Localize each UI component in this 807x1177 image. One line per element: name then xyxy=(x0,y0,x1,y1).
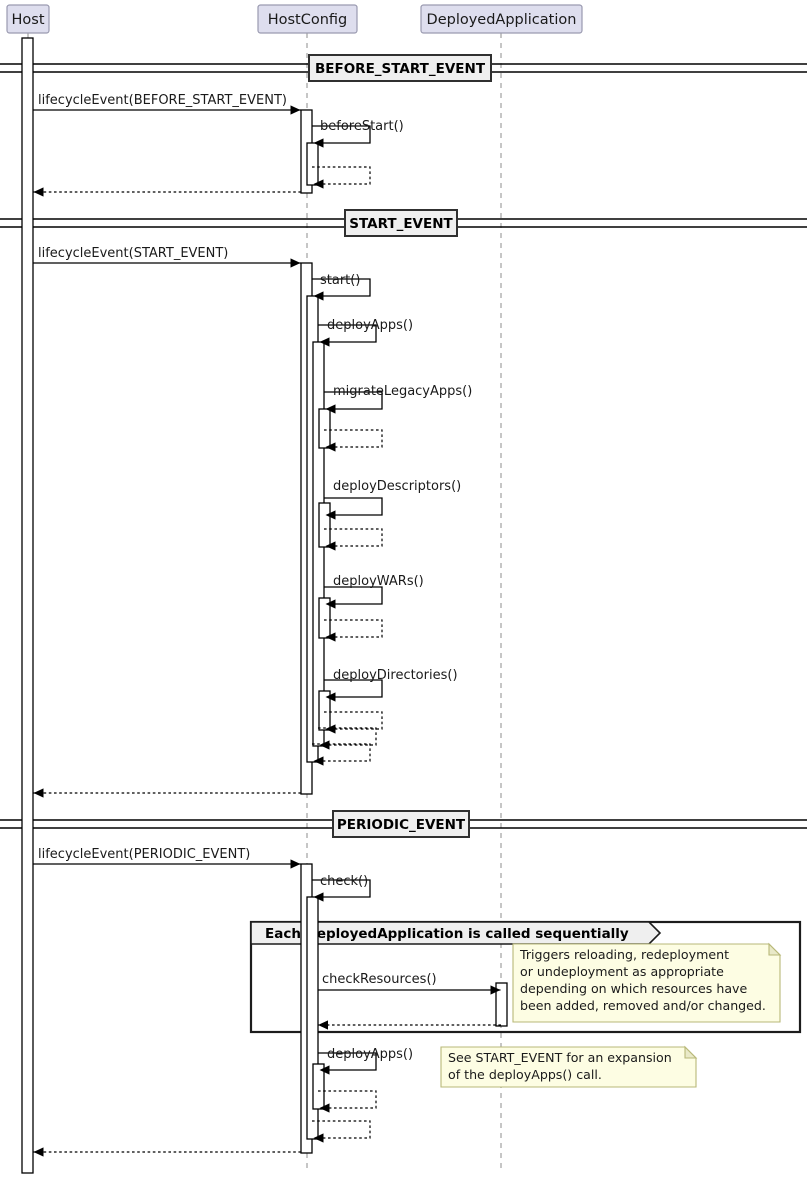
message-label: checkResources() xyxy=(322,972,437,987)
note-line: of the deployApps() call. xyxy=(448,1067,602,1082)
message-label: lifecycleEvent(BEFORE_START_EVENT) xyxy=(38,93,287,108)
note-note-checkresources: Triggers reloading, redeployment or undep… xyxy=(512,942,782,1023)
messages-layer: lifecycleEvent(BEFORE_START_EVENT)before… xyxy=(33,93,501,1157)
participant-label: Host xyxy=(11,12,44,28)
note-note-deployapps: See START_EVENT for an expansion of the d… xyxy=(440,1045,698,1088)
message-label: deployApps() xyxy=(327,1047,413,1062)
message-m9 xyxy=(324,429,383,452)
message-m12: deployWARs() xyxy=(324,574,424,609)
message-m15 xyxy=(324,711,383,734)
participant-label: DeployedApplication xyxy=(427,12,577,28)
message-m21: checkResources() xyxy=(318,972,501,995)
message-label: beforeStart() xyxy=(320,119,404,134)
activations-layer xyxy=(21,37,508,1174)
message-m1: lifecycleEvent(BEFORE_START_EVENT) xyxy=(33,93,301,115)
message-m3 xyxy=(312,166,371,189)
divider-periodic: PERIODIC_EVENT xyxy=(0,810,807,838)
message-label: lifecycleEvent(START_EVENT) xyxy=(38,246,228,261)
divider-start: START_EVENT xyxy=(0,209,807,237)
message-m24 xyxy=(318,1090,377,1113)
message-label: check() xyxy=(320,874,368,889)
message-m14: deployDirectories() xyxy=(324,668,458,702)
participant-label: HostConfig xyxy=(268,12,348,28)
message-m8: migrateLegacyApps() xyxy=(324,384,472,414)
divider-label: PERIODIC_EVENT xyxy=(337,817,466,833)
note-line: depending on which resources have xyxy=(520,981,748,996)
message-m2: beforeStart() xyxy=(312,119,404,148)
divider-label: BEFORE_START_EVENT xyxy=(315,61,486,77)
message-m22 xyxy=(318,1020,501,1030)
activation-bar xyxy=(318,408,331,449)
note-line: been added, removed and/or changed. xyxy=(520,998,766,1013)
message-m4 xyxy=(33,187,301,197)
group-label: Each DeployedApplication is called seque… xyxy=(265,926,629,942)
lifelines-layer xyxy=(27,33,502,1172)
message-m6: start() xyxy=(312,273,371,301)
participant-config[interactable]: HostConfig xyxy=(257,4,358,34)
activation-bar xyxy=(495,982,508,1027)
note-line: or undeployment as appropriate xyxy=(520,964,724,979)
note-line: Triggers reloading, redeployment xyxy=(519,947,729,962)
message-label: start() xyxy=(320,273,360,288)
notes-layer: Triggers reloading, redeployment or undep… xyxy=(440,942,782,1088)
divider-before-start: BEFORE_START_EVENT xyxy=(0,54,807,82)
activation-bar xyxy=(312,1063,325,1110)
participant-host[interactable]: Host xyxy=(6,4,50,34)
activation-bar xyxy=(306,142,319,186)
message-m13 xyxy=(324,619,383,642)
note-line: See START_EVENT for an expansion xyxy=(448,1050,672,1065)
message-m10: deployDescriptors() xyxy=(324,479,461,520)
message-label: lifecycleEvent(PERIODIC_EVENT) xyxy=(38,847,250,862)
activation-bar xyxy=(318,502,331,548)
groups-layer: Each DeployedApplication is called seque… xyxy=(249,920,802,1034)
group-frame-seq-group: Each DeployedApplication is called seque… xyxy=(249,920,802,1034)
message-label: deployDescriptors() xyxy=(333,479,461,494)
message-label: deployWARs() xyxy=(333,574,424,589)
message-label: deployApps() xyxy=(327,318,413,333)
message-m20: check() xyxy=(312,874,371,902)
activation-bar xyxy=(318,597,331,639)
message-m5: lifecycleEvent(START_EVENT) xyxy=(33,246,301,268)
participant-deploy[interactable]: DeployedApplication xyxy=(420,4,583,34)
activation-bar xyxy=(318,690,331,731)
activation-bar xyxy=(21,37,34,1174)
participants-layer: Host HostConfig DeployedApplication xyxy=(6,4,583,34)
message-m17 xyxy=(312,743,371,766)
message-m25 xyxy=(312,1120,371,1143)
message-m18 xyxy=(33,788,301,798)
message-m11 xyxy=(324,528,383,551)
message-m26 xyxy=(33,1147,301,1157)
message-m19: lifecycleEvent(PERIODIC_EVENT) xyxy=(33,847,301,869)
message-label: migrateLegacyApps() xyxy=(333,384,472,399)
dividers-layer: BEFORE_START_EVENT START_EVENT PERIODIC_EV… xyxy=(0,54,807,838)
message-m16 xyxy=(318,727,377,750)
activation-bar xyxy=(306,896,319,1140)
message-m7: deployApps() xyxy=(318,318,413,347)
message-m23: deployApps() xyxy=(318,1047,413,1075)
message-label: deployDirectories() xyxy=(333,668,458,683)
divider-label: START_EVENT xyxy=(349,216,453,232)
